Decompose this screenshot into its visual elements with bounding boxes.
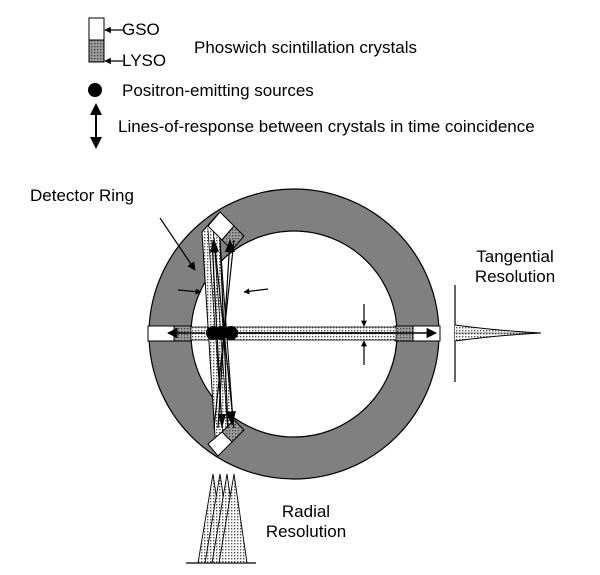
phoswich-label: Phoswich scintillation crystals bbox=[194, 38, 417, 57]
positron-source-icon bbox=[88, 83, 102, 97]
phoswich-crystal-icon bbox=[88, 17, 105, 63]
radial-width-arrow-right bbox=[243, 288, 269, 295]
source-dot bbox=[214, 326, 228, 340]
radial-width-arrow-left bbox=[177, 288, 202, 295]
radial-resolution-profile bbox=[186, 473, 256, 564]
line-of-response-icon bbox=[90, 103, 102, 149]
radial-label-line2: Resolution bbox=[265, 522, 347, 541]
tangential-label-line1: Tangential bbox=[476, 247, 554, 266]
tangential-label: Tangential Resolution bbox=[455, 247, 575, 287]
tangential-label-line2: Resolution bbox=[474, 267, 556, 286]
lor-arrowheads bbox=[210, 239, 236, 428]
positron-sources-label: Positron-emitting sources bbox=[122, 81, 314, 100]
detector-ring-label: Detector Ring bbox=[30, 186, 134, 205]
radial-label: Radial Resolution bbox=[256, 502, 356, 542]
horizontal-crystals bbox=[147, 325, 441, 342]
lyso-label: LYSO bbox=[122, 51, 167, 70]
gso-label: GSO bbox=[122, 20, 160, 39]
detector-ring-pointer bbox=[159, 217, 196, 271]
radial-label-line1: Radial bbox=[281, 502, 331, 521]
lines-of-response-label: Lines-of-response between crystals in ti… bbox=[118, 117, 535, 136]
positron-sources bbox=[206, 326, 238, 340]
tangential-resolution-profile bbox=[454, 285, 542, 382]
source-dot bbox=[224, 326, 238, 340]
legend bbox=[88, 17, 123, 149]
